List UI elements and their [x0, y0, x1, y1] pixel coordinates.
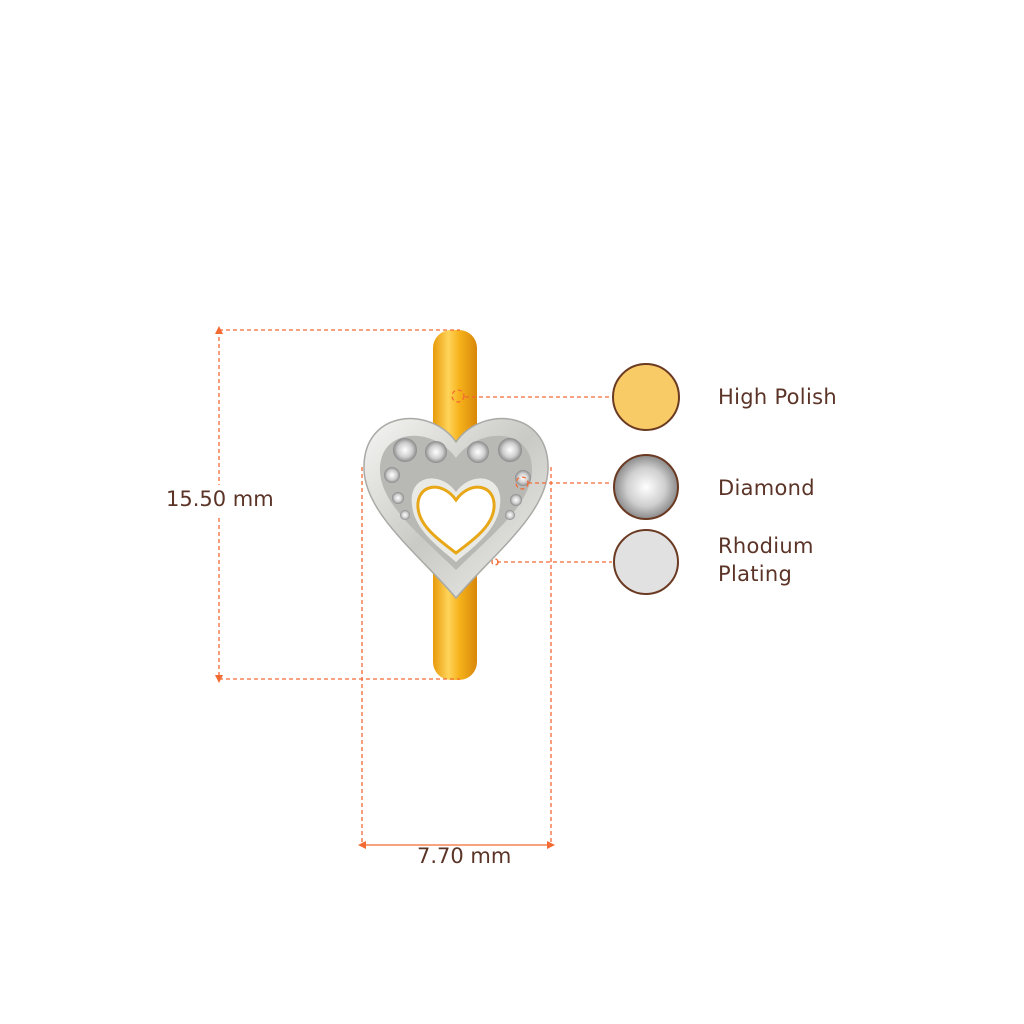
height-dimension-label: 15.50 mm — [166, 487, 274, 511]
diamond-swatch — [613, 454, 679, 520]
dimension-lines — [218, 329, 612, 846]
high-polish-swatch — [612, 363, 680, 431]
arrowheads — [215, 326, 555, 849]
rhodium-swatch — [613, 529, 679, 595]
material-label-rhodium-plating: Rhodium Plating — [718, 534, 814, 586]
material-label-high-polish: High Polish — [718, 385, 837, 409]
pave-diamonds — [384, 438, 531, 520]
material-label-diamond: Diamond — [718, 476, 815, 500]
heart-cutout — [416, 485, 496, 555]
width-dimension-label: 7.70 mm — [417, 844, 512, 868]
